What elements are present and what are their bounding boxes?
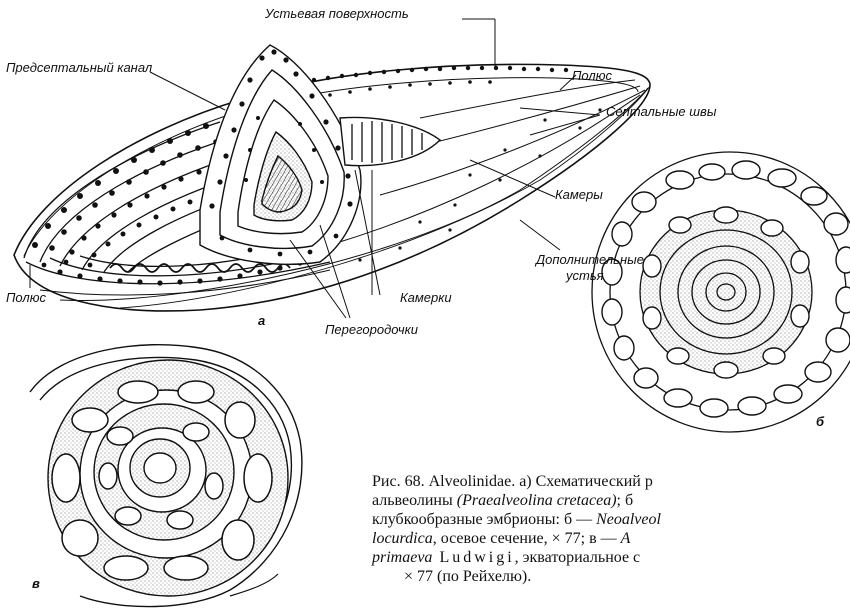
figure-b-letter: б (816, 414, 824, 429)
caption-line-4: locurdica, осевое сечение, × 77; в — A (372, 529, 630, 548)
figure-a-letter: а (258, 313, 265, 328)
caption-line-5: primaeva Ludwigi, экваториальное с (372, 548, 640, 567)
label-pole-top: Полюс (572, 68, 612, 83)
caption-line-2: альвеолины (Praealveolina cretacea); б (372, 491, 633, 510)
label-preseptal-canal: Предсептальный канал (6, 60, 152, 75)
label-chambers: Камеры (555, 187, 603, 202)
label-supplementary-1: Дополнительные (536, 252, 644, 267)
label-apertural-face: Устьевая поверхность (265, 6, 409, 21)
label-supplementary-2: устья (566, 268, 604, 283)
caption-line-1: Рис. 68. Alveolinidae. а) Схематический … (372, 472, 653, 491)
caption-line-6: × 77 (по Рейхелю). (404, 567, 531, 586)
label-septula: Перегородочки (325, 322, 418, 337)
label-septal-sutures: Септальные швы (606, 104, 716, 119)
label-chamberlets: Камерки (400, 290, 452, 305)
label-pole-left: Полюс (6, 290, 46, 305)
caption-line-3: клубкообразные эмбрионы: б — Neoalveol (372, 510, 661, 529)
figure-v-letter: в (32, 576, 40, 591)
